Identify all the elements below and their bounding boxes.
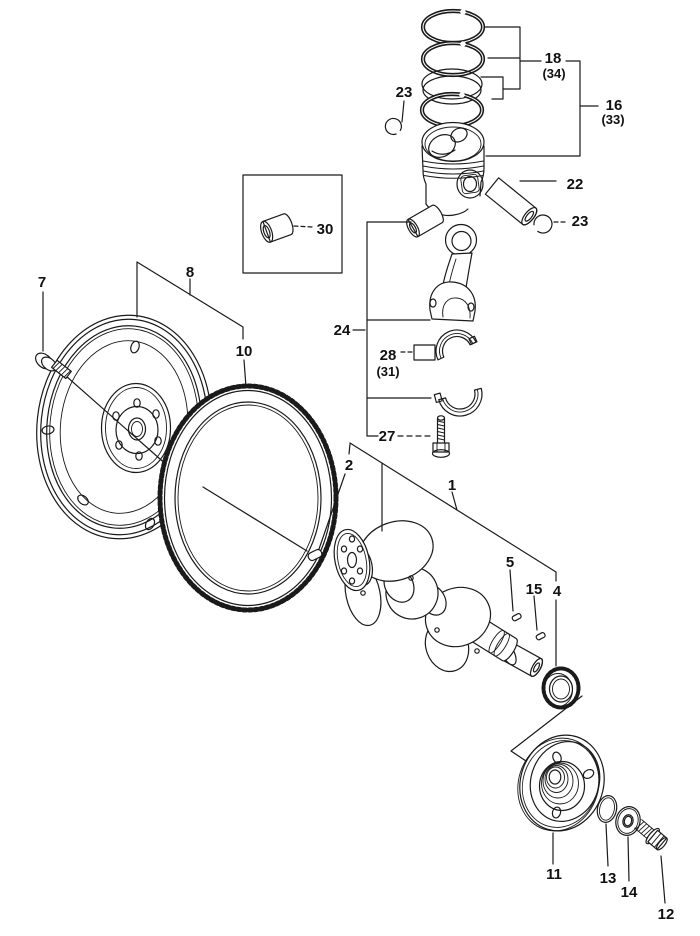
callout-30: 30 <box>317 221 334 238</box>
ring-brackets <box>481 27 598 156</box>
combustion-bowl <box>425 125 470 162</box>
flywheel-key <box>307 548 323 561</box>
callout-4: 4 <box>553 583 562 600</box>
callout-31: (31) <box>376 364 399 379</box>
circlip-top <box>385 118 401 134</box>
flywheel-hub <box>102 384 171 473</box>
callout-28: 28 <box>380 347 397 364</box>
rod-bolt <box>433 416 450 458</box>
pulley-bolt <box>632 817 670 853</box>
callout-1: 1 <box>448 477 456 494</box>
callout-33: (33) <box>601 112 624 127</box>
callout-8: 8 <box>186 264 194 281</box>
crank-key-5 <box>512 613 522 622</box>
callout-13: 13 <box>600 870 617 887</box>
key-pointer-line <box>203 487 307 551</box>
gear-to-pulley-pointer <box>511 696 582 763</box>
washer <box>613 804 644 838</box>
rod-bearing-upper <box>429 323 477 360</box>
callout-23-top: 23 <box>396 84 413 101</box>
crank-key-15 <box>536 632 546 641</box>
rod-big-end <box>430 282 476 321</box>
crank-gear <box>544 669 579 708</box>
callout-15: 15 <box>526 581 543 598</box>
rod-bearing-lower <box>434 383 487 422</box>
crankshaft <box>329 511 545 678</box>
callout-34: (34) <box>542 66 565 81</box>
callout-27: 27 <box>379 428 396 445</box>
pulley-hub <box>540 762 585 811</box>
piston-ring-set <box>422 9 483 126</box>
circlip-side <box>534 215 552 233</box>
callout-labels: 7 8 10 23 18 (34) 16 (33) 22 23 30 24 28… <box>38 50 675 923</box>
ring-gear <box>160 386 336 610</box>
callout-16: 16 <box>606 97 623 114</box>
piston <box>422 123 484 216</box>
flywheel-face-holes <box>41 340 156 531</box>
o-ring <box>595 794 619 824</box>
flywheel-bolt <box>33 292 177 474</box>
callout-23-side: 23 <box>572 213 589 230</box>
connecting-rod <box>430 225 477 322</box>
callout-18: 18 <box>545 50 562 67</box>
small-end-bushing <box>404 203 446 239</box>
ring-gap <box>460 9 466 15</box>
piston-pin <box>485 178 539 227</box>
callout-12: 12 <box>658 906 675 923</box>
bushing-box <box>243 175 342 273</box>
crank-flange <box>329 526 375 594</box>
callout-7: 7 <box>38 274 46 291</box>
crank-pulley <box>506 724 617 842</box>
callout-14: 14 <box>621 884 638 901</box>
rod-bracket <box>353 222 435 436</box>
callout-11: 11 <box>546 866 562 883</box>
callout-22: 22 <box>567 176 584 193</box>
callout-2: 2 <box>345 457 353 474</box>
callout-24: 24 <box>334 322 351 339</box>
callout-5: 5 <box>506 554 514 571</box>
pin-boss <box>457 170 483 198</box>
callout-10: 10 <box>236 343 253 360</box>
leader-lines <box>137 101 665 903</box>
